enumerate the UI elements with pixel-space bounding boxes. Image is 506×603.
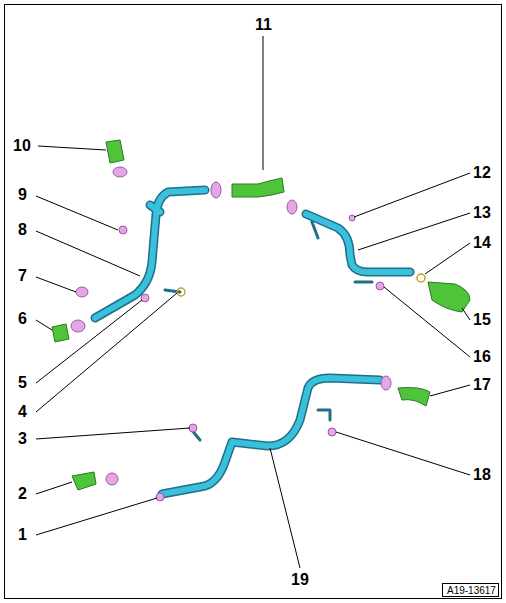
callout-number: 18	[473, 467, 491, 483]
callout-number: 17	[473, 377, 491, 393]
callout-number: 4	[18, 404, 27, 420]
o-ring	[177, 288, 185, 296]
coolant-pipes	[95, 190, 410, 494]
callout-number: 11	[255, 17, 272, 33]
callout-number: 1	[18, 527, 27, 543]
callout-number: 13	[473, 205, 491, 221]
callout-number: 2	[18, 486, 27, 502]
callout-number: 16	[473, 349, 491, 365]
leader-lines	[36, 36, 470, 568]
callout-number: 15	[473, 312, 491, 328]
figure-id-box: A19-13617	[442, 583, 499, 597]
frame	[5, 5, 502, 599]
callout-number: 5	[18, 375, 27, 391]
callout-number: 12	[473, 165, 491, 181]
callout-number: 3	[18, 431, 27, 447]
callout-number: 10	[13, 138, 31, 154]
callout-number: 7	[18, 268, 27, 284]
callout-number: 9	[18, 187, 27, 203]
callout-number: 6	[18, 311, 27, 327]
o-ring	[417, 274, 425, 282]
callout-number: 19	[291, 572, 309, 588]
callout-number: 8	[18, 222, 27, 238]
callout-number: 14	[473, 235, 491, 251]
hose-clamps	[71, 167, 391, 501]
coolant-hoses	[52, 140, 470, 490]
figure-id: A19-13617	[447, 586, 494, 596]
